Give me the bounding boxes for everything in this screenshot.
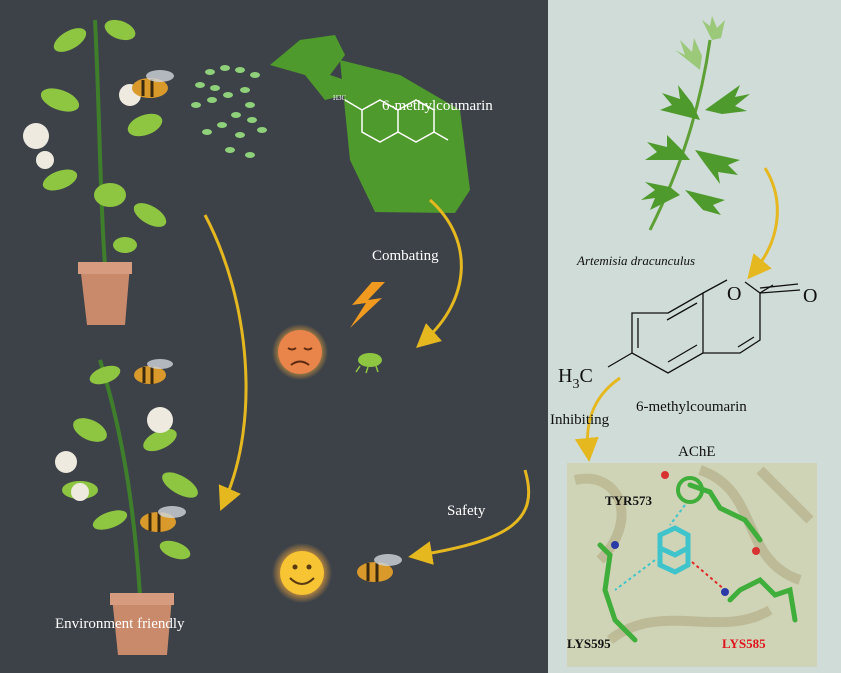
pot-bottom <box>112 597 172 655</box>
safety-label: Safety <box>447 503 486 519</box>
combating-arrow <box>416 198 463 348</box>
docking-image <box>567 463 817 667</box>
lightning-icon <box>350 282 385 328</box>
compound-name: 6-methylcoumarin <box>636 399 747 415</box>
spray-compound-label: 6-methylcoumarin <box>382 98 493 114</box>
pot-top <box>80 265 130 325</box>
residue-lys585: LYS585 <box>722 636 766 651</box>
residue-lys595: LYS595 <box>567 636 611 651</box>
environment-arrow <box>203 214 248 511</box>
extraction-arrow <box>747 167 779 280</box>
safety-arrow <box>408 469 531 565</box>
bee-icon-lower <box>140 506 186 532</box>
carbonyl-oxygen: O <box>803 285 817 307</box>
spray-droplets <box>191 65 267 158</box>
cotton-plant-bottom <box>55 359 198 655</box>
plant-name: Artemisia dracunculus <box>576 253 695 268</box>
bee-icon-top <box>132 70 174 98</box>
aphid-icon <box>355 353 382 374</box>
inhibiting-label: Inhibiting <box>550 412 610 428</box>
residue-tyr573: TYR573 <box>605 493 652 508</box>
coumarin-structure <box>607 279 801 374</box>
artemisia-plant-illustration <box>641 16 750 231</box>
inhibiting-arrow <box>574 376 621 462</box>
environment-friendly-label: Environment friendly <box>55 616 185 632</box>
methyl-label: H3C <box>333 94 347 102</box>
bee-icon-middle <box>134 359 173 384</box>
enzyme-label: AChE <box>678 444 716 460</box>
combating-label: Combating <box>372 248 439 264</box>
ring-oxygen: O <box>727 283 741 305</box>
bee-icon-safe <box>357 554 402 582</box>
happy-face-icon <box>272 543 332 603</box>
methyl-group: H3C <box>558 365 593 392</box>
spray-bottle-icon: H3C <box>270 35 470 213</box>
cotton-plant-top <box>23 19 167 325</box>
sad-face-icon <box>272 324 328 380</box>
